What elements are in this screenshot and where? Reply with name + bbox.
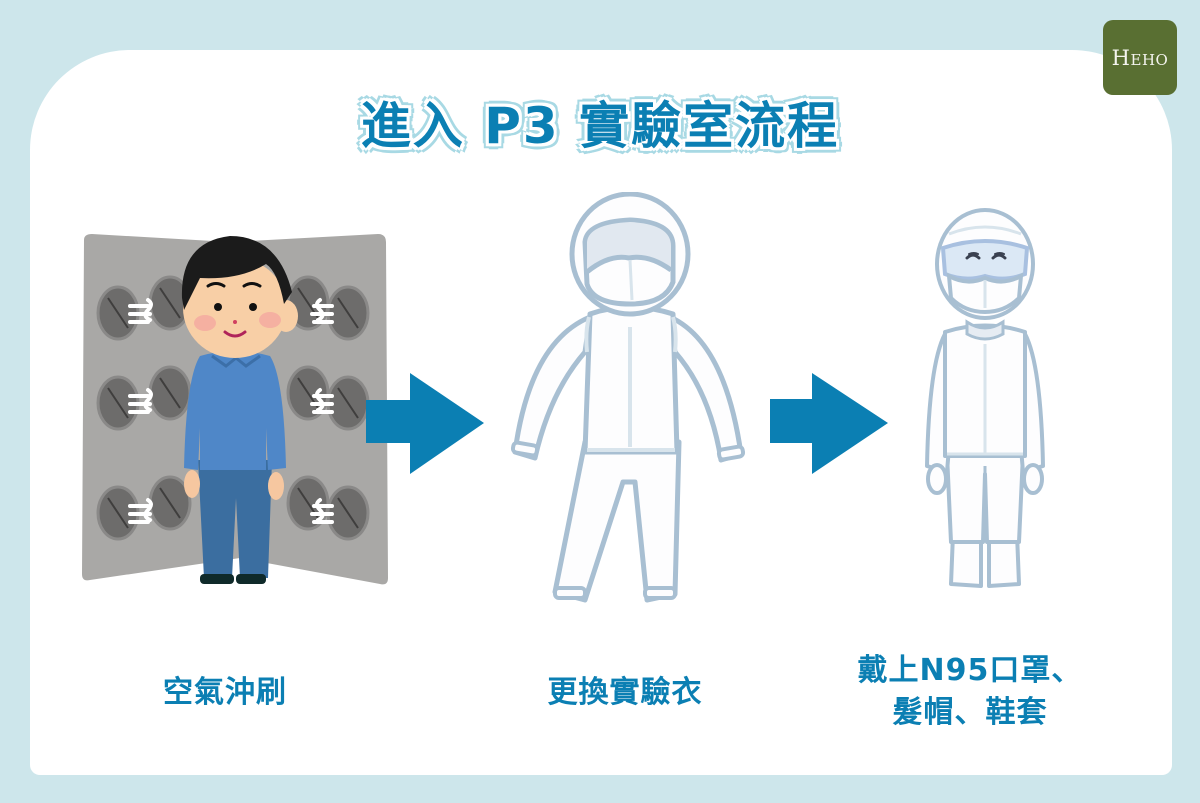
arrow-right-icon xyxy=(770,373,888,474)
air-shower-illustration xyxy=(82,234,388,585)
protective-suit-illustration xyxy=(510,192,746,603)
step-3-label: 戴上N95口罩、 髮帽、鞋套 xyxy=(820,650,1120,734)
heho-logo: HEHO xyxy=(1103,20,1177,95)
step-3-label-line1: 戴上N95口罩、 xyxy=(857,653,1083,688)
step-3-label-line2: 髮帽、鞋套 xyxy=(892,695,1048,730)
full-ppe-person-illustration xyxy=(925,208,1045,588)
step-2-label: 更換實驗衣 xyxy=(547,675,703,710)
logo-text: HEHO xyxy=(1111,45,1169,70)
person-figure xyxy=(181,236,298,584)
arrow-right-icon xyxy=(366,373,484,474)
step-1-label: 空氣沖刷 xyxy=(163,675,287,710)
page-title: 進入 P3 實驗室流程 xyxy=(360,97,840,155)
